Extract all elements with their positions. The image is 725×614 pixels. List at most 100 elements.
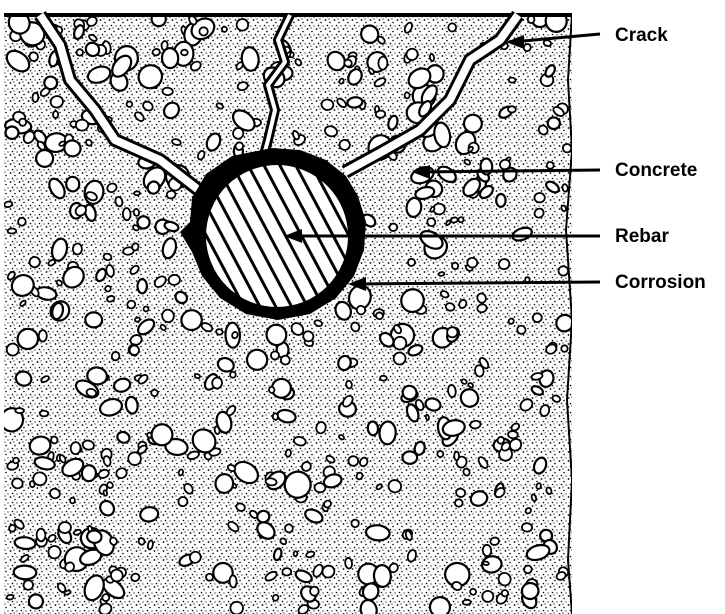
aggregate-particle [76,120,88,131]
aggregate-particle [285,449,291,457]
aggregate-particle [199,27,208,36]
aggregate-particle [454,452,459,461]
aggregate-particle [268,386,275,393]
aggregate-particle [4,201,13,208]
aggregate-particle [123,208,131,221]
aggregate-particle [463,600,471,605]
aggregate-particle [166,190,176,199]
aggregate-particle [490,537,500,546]
aggregate-particle [8,524,16,532]
aggregate-particle [482,545,491,557]
aggregate-particle [162,87,173,95]
aggregate-particle [534,193,545,203]
aggregate-particle [8,228,17,233]
aggregate-particle [282,568,291,576]
aggregate-particle [380,376,387,381]
aggregate-particle [66,176,80,191]
aggregate-particle [345,558,353,569]
aggregate-particle [438,272,444,276]
aggregate-particle [376,110,386,118]
aggregate-particle [206,573,214,581]
aggregate-particle [53,111,58,118]
aggregate-particle [367,421,378,436]
aggregate-particle [70,498,75,504]
aggregate-particle [168,274,181,285]
aggregate-particle [563,144,572,153]
aggregate-particle [547,117,560,129]
aggregate-particle [111,351,120,361]
aggregate-particle [150,389,158,397]
aggregate-particle [562,184,569,193]
aggregate-particle [343,59,352,68]
aggregate-particle [532,313,542,323]
rebar-label: Rebar [615,226,669,247]
aggregate-particle [378,56,387,69]
aggregate-particle [50,436,58,444]
aggregate-particle [70,442,80,454]
aggregate-particle [194,373,200,378]
concrete-label: Concrete [615,160,697,181]
aggregate-particle [230,372,236,378]
aggregate-particle [161,48,178,69]
aggregate-particle [429,54,434,62]
aggregate-particle [103,490,107,496]
aggregate-particle [339,139,351,150]
aggregate-particle [147,540,153,550]
aggregate-particle [389,223,399,232]
aggregate-particle [143,306,150,312]
aggregate-particle [470,420,481,429]
aggregate-particle [229,575,236,587]
aggregate-particle [273,413,279,420]
crack-label: Crack [615,25,668,46]
aggregate-particle [448,23,457,32]
aggregate-particle [17,217,26,226]
aggregate-particle [133,208,140,216]
aggregate-particle [39,330,47,342]
corrosion-leader [354,282,600,284]
aggregate-particle [230,601,244,614]
aggregate-particle [36,529,45,542]
aggregate-particle [215,328,223,335]
aggregate-particle [58,521,72,534]
aggregate-particle [134,191,140,195]
aggregate-particle [211,377,222,389]
concrete-leader [418,170,600,172]
aggregate-particle [138,279,147,293]
aggregate-particle [181,50,188,56]
aggregate-particle [508,430,519,438]
aggregate-particle [483,561,490,565]
aggregate-particle [496,194,506,207]
aggregate-particle [310,587,319,596]
aggregate-particle [32,93,38,102]
aggregate-particle [293,551,297,556]
aggregate-particle [290,52,295,58]
aggregate-particle [339,78,345,84]
aggregate-particle [558,266,568,276]
aggregate-particle [5,126,19,139]
aggregate-particle [379,421,396,445]
aggregate-particle [455,499,463,507]
corrosion-label: Corrosion [615,272,706,293]
aggregate-particle [321,99,334,111]
aggregate-particle [222,26,228,32]
aggregate-particle [6,343,19,356]
aggregate-particle [508,106,516,112]
aggregate-particle [231,331,238,339]
aggregate-particle [536,483,542,490]
aggregate-particle [450,217,458,224]
aggregate-particle [135,317,141,322]
aggregate-particle [265,478,277,486]
aggregate-particle [6,594,14,600]
aggregate-particle [126,101,133,107]
aggregate-particle [561,205,567,212]
aggregate-particle [545,10,567,33]
aggregate-particle [86,530,102,544]
aggregate-particle [405,92,410,98]
aggregate-particle [85,312,103,328]
aggregate-particle [522,523,533,532]
aggregate-particle [508,77,515,83]
aggregate-particle [561,345,568,352]
aggregate-particle [348,456,359,467]
aggregate-particle [437,451,443,457]
aggregate-particle [15,408,24,413]
